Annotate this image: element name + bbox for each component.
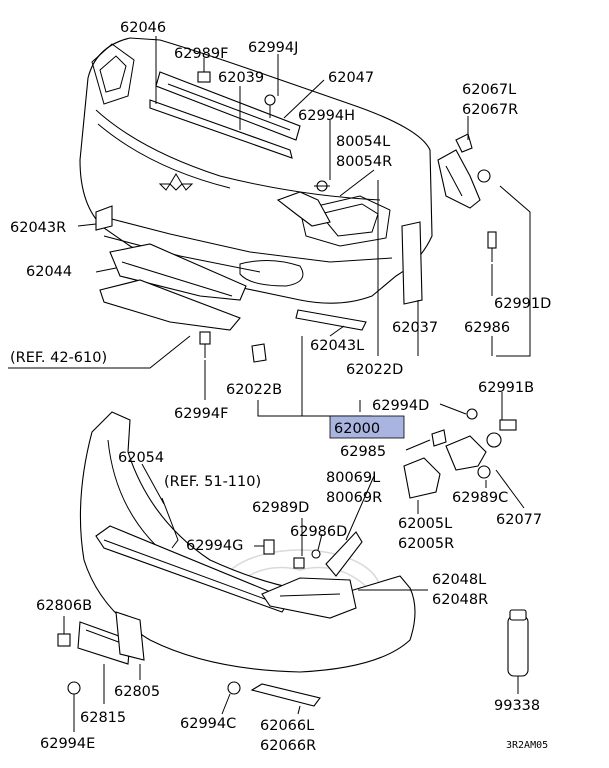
- highlight-box-62000: [329, 415, 405, 439]
- label-62989C: 62989C: [452, 490, 508, 506]
- label-62805: 62805: [114, 684, 160, 700]
- label-80054R: 80054R: [336, 154, 392, 170]
- label-62985: 62985: [340, 444, 386, 460]
- molding-80054: [276, 191, 331, 227]
- bracket-62005: [403, 457, 441, 499]
- label-62043L: 62043L: [310, 338, 364, 354]
- label-62994F: 62994F: [174, 406, 228, 422]
- label-62986: 62986: [464, 320, 510, 336]
- label-99338: 99338: [494, 698, 540, 714]
- grille-62039: [155, 71, 301, 141]
- label-62046: 62046: [120, 20, 166, 36]
- upper-fasteners: [197, 71, 497, 363]
- nut-62989D: [293, 557, 305, 569]
- label-62989F: 62989F: [174, 46, 228, 62]
- label-ref-42-610: (REF. 42-610): [10, 350, 107, 366]
- callout-labels: 62046 62989F 62994J 62039 62047 62994H 8…: [10, 20, 551, 754]
- label-62067L: 62067L: [462, 82, 516, 98]
- label-62005L: 62005L: [398, 516, 452, 532]
- bolt-62986: [487, 231, 497, 249]
- label-80069R: 80069R: [326, 490, 382, 506]
- label-62054: 62054: [118, 450, 164, 466]
- label-62994D: 62994D: [372, 398, 429, 414]
- fastener-62022B: [251, 343, 267, 363]
- label-62077: 62077: [496, 512, 542, 528]
- bolt-62994D: [466, 408, 478, 420]
- label-62986D: 62986D: [290, 524, 347, 540]
- label-62991B: 62991B: [478, 380, 534, 396]
- bolt-62994F: [199, 331, 211, 345]
- clip-62067: [455, 133, 473, 153]
- label-62994J: 62994J: [248, 40, 298, 56]
- label-62066L: 62066L: [260, 718, 314, 734]
- hook-62077: [445, 435, 487, 471]
- bolt-62986D: [311, 549, 321, 559]
- nut-62989C: [477, 465, 491, 479]
- label-62047: 62047: [328, 70, 374, 86]
- upper-bumper-assembly: [79, 37, 481, 331]
- plate-62805: [115, 611, 145, 661]
- bolt-62994E: [67, 681, 81, 695]
- bolt-62994C: [227, 681, 241, 695]
- plate-bracket-62815: [77, 621, 131, 665]
- retainer-62037: [401, 221, 423, 305]
- grille-bar-62046: [149, 99, 293, 159]
- label-62994E: 62994E: [40, 736, 95, 752]
- label-62994G: 62994G: [186, 538, 243, 554]
- label-62994C: 62994C: [180, 716, 236, 732]
- label-80069L: 80069L: [326, 470, 380, 486]
- label-62044: 62044: [26, 264, 72, 280]
- bolt-62991B: [499, 419, 517, 431]
- lower-bumper-assembly: [57, 408, 529, 708]
- label-62039: 62039: [218, 70, 264, 86]
- leader-lines: [8, 36, 531, 732]
- right-fog-opening: [299, 195, 391, 247]
- left-fog-opening: [91, 43, 135, 105]
- trim-62043L: [295, 309, 367, 331]
- molding-80069: [325, 531, 363, 577]
- bolt-62994G: [263, 539, 275, 555]
- diagram-code: 3R2AM05: [506, 740, 548, 751]
- label-ref-51-110: (REF. 51-110): [164, 474, 261, 490]
- label-62048L: 62048L: [432, 572, 486, 588]
- emblem-icon: [158, 173, 194, 191]
- label-62066R: 62066R: [260, 738, 316, 754]
- label-62067R: 62067R: [462, 102, 518, 118]
- strip-62066: [250, 683, 321, 707]
- label-80054L: 80054L: [336, 134, 390, 150]
- label-62989D: 62989D: [252, 500, 309, 516]
- clip-62806B: [57, 633, 71, 647]
- side-bracket-62067: [437, 149, 481, 209]
- label-62806B: 62806B: [36, 598, 92, 614]
- label-62022B: 62022B: [226, 382, 282, 398]
- nut-62991D: [477, 169, 491, 183]
- label-62991D: 62991D: [494, 296, 551, 312]
- label-62815: 62815: [80, 710, 126, 726]
- label-62043R: 62043R: [10, 220, 66, 236]
- paint-bottle-99338: [507, 615, 529, 677]
- label-62000: 62000: [334, 421, 380, 437]
- label-62037: 62037: [392, 320, 438, 336]
- label-62022D: 62022D: [346, 362, 403, 378]
- bracket-62048: [261, 577, 357, 619]
- bolt-62994J: [264, 94, 276, 106]
- label-62048R: 62048R: [432, 592, 488, 608]
- label-62005R: 62005R: [398, 536, 454, 552]
- spacer-62985: [431, 429, 447, 447]
- nut-62989F: [197, 71, 211, 83]
- under-cover: [99, 279, 241, 331]
- air-dam-62044: [109, 243, 247, 301]
- label-62994H: 62994H: [298, 108, 355, 124]
